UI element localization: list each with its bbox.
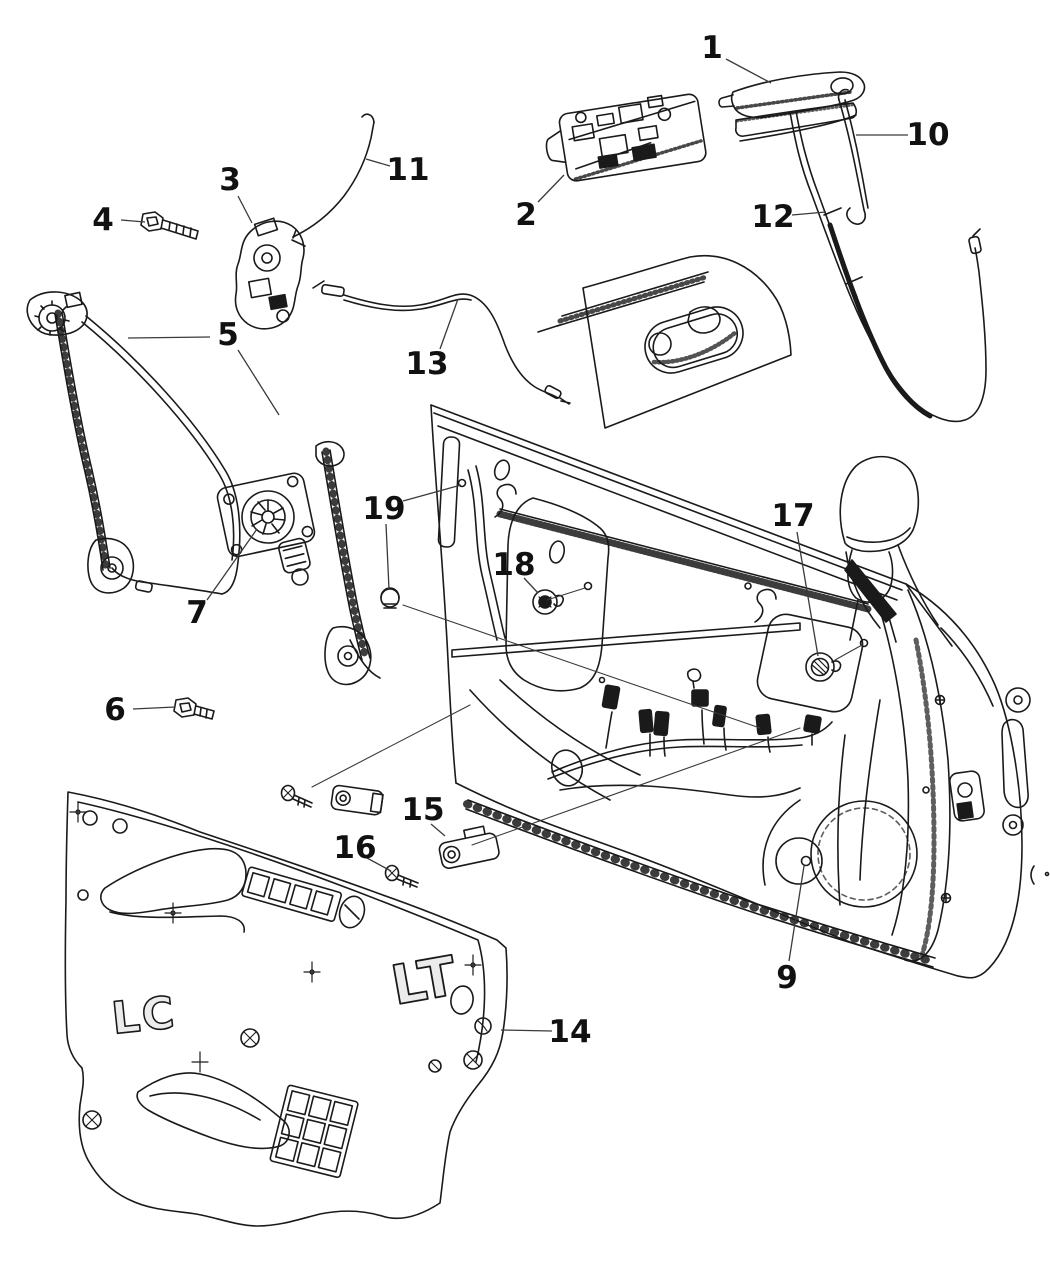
callout-label-9: 9 [776,960,798,996]
callout-label-18: 18 [492,547,535,583]
callout-leader-16 [366,857,392,872]
outer-panel-section [537,255,792,429]
callout-leader-2 [537,174,565,203]
bolt-6 [173,697,215,720]
handle-carrier-module [545,93,707,182]
water-shield: LC LT [64,791,508,1227]
screw-grommet-18 [532,589,564,615]
callout-label-16: 16 [333,830,376,866]
handle-release-cable [789,110,987,423]
callout-label-17: 17 [771,498,814,534]
callout-leader-4 [120,219,146,223]
door-latch [234,217,306,330]
callout-leader-14 [500,1029,553,1032]
callout-label-5: 5 [217,317,239,353]
grommet-19 [380,587,400,609]
callout-label-12: 12 [751,199,794,235]
callout-leader-1 [725,58,772,84]
callout-leader-3 [237,195,253,224]
callout-leader-17 [796,531,819,657]
callout-label-19: 19 [362,491,405,527]
grommet-17 [805,652,842,682]
callout-label-13: 13 [405,346,448,382]
callout-leader-7 [206,528,258,601]
exterior-door-handle [718,71,866,142]
callout-label-10: 10 [906,117,949,153]
window-regulator [26,291,381,686]
callout-leader-12 [791,211,827,216]
callout-label-3: 3 [219,162,241,198]
check-strap-screws [280,784,419,888]
callout-leader-19 [402,484,462,502]
wiring-harness [547,668,833,798]
callout-label-15: 15 [401,792,444,828]
shield-marking-lc: LC [109,987,178,1044]
bolt-4 [140,211,199,240]
callout-leader-5 [127,336,211,339]
callout-label-7: 7 [186,595,208,631]
callout-leader-19 [385,523,390,590]
assembly-lines [311,587,863,846]
callout-leader-5 [237,349,280,416]
door-latch-on-shell [949,770,985,822]
callout-leader-18 [523,577,539,594]
callout-leader-13 [439,298,459,350]
side-mirror [839,455,953,647]
shield-marking-lt: LT [387,944,463,1018]
callout-label-4: 4 [92,202,114,238]
callout-leader-9 [788,865,805,962]
callout-leader-15 [430,823,446,837]
latch-rod [292,113,375,238]
callout-label-14: 14 [548,1014,591,1050]
callout-leader-11 [365,158,391,167]
callout-label-6: 6 [104,692,126,728]
check-strap [330,784,500,870]
callout-label-11: 11 [386,152,429,188]
callout-label-2: 2 [515,197,537,233]
latch-cable [312,280,571,405]
callout-leader-6 [132,706,176,710]
callout-label-1: 1 [701,30,723,66]
door-inner-panel [430,404,1050,979]
handle-bellcrank [837,88,869,225]
